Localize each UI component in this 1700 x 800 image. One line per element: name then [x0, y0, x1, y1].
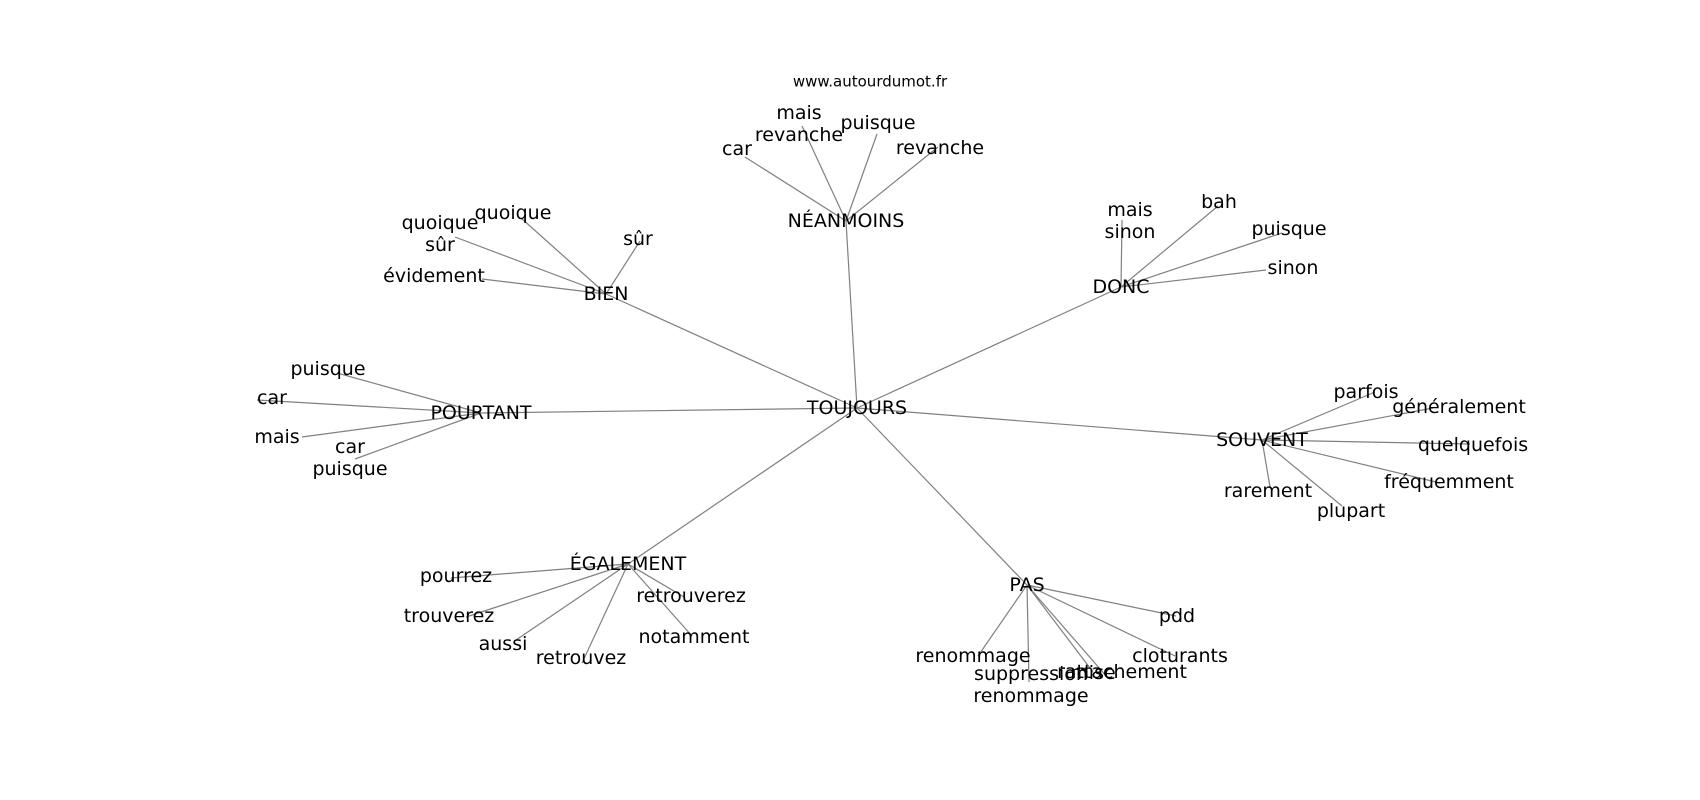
leaf-node: plupart [1317, 500, 1385, 522]
edge-hub-leaf [1026, 584, 1108, 678]
leaf-node: puisque [290, 358, 365, 380]
hub-node: ÉGALEMENT [570, 552, 687, 575]
edge-hub-leaf [1026, 584, 1177, 617]
leaf-node: revanche [896, 137, 984, 159]
hub-node: NÉANMOINS [788, 209, 905, 232]
leaf-node: cloturants [1132, 645, 1228, 667]
edge-hub-leaf [450, 563, 629, 579]
hub-node: DONC [1092, 276, 1149, 298]
edge-hub-leaf [1026, 584, 1030, 683]
edge-hub-leaf [336, 372, 482, 414]
leaf-node: rattachement [1057, 661, 1187, 683]
edge-hub-leaf [1261, 439, 1271, 488]
leaf-node: renommage [915, 645, 1030, 667]
edge-center-hub [480, 407, 858, 414]
edge-hub-leaf [1120, 232, 1283, 288]
leaf-node: retrouverez [636, 585, 746, 607]
edge-hub-leaf [1120, 219, 1123, 288]
edge-hub-leaf [1261, 439, 1343, 507]
leaf-node: pdd [1159, 605, 1195, 627]
leaf-node: fréquemment [1384, 471, 1514, 493]
edge-hub-leaf [977, 584, 1028, 657]
center-node: TOUJOURS [806, 397, 907, 419]
leaf-node: sûr [623, 228, 653, 250]
edge-hub-leaf [301, 412, 482, 438]
edge-hub-leaf [1261, 439, 1471, 445]
edge-hub-leaf [845, 146, 939, 222]
leaf-node: parfois [1333, 381, 1398, 403]
edge-hub-leaf [454, 236, 607, 295]
leaf-node: notamment [639, 626, 750, 648]
leaf-node: trouverez [404, 605, 495, 627]
leaf-node: car [257, 387, 287, 409]
edge-hub-leaf [1261, 391, 1376, 441]
edge-hub-leaf [481, 278, 607, 295]
leaf-node: mise [1070, 662, 1115, 684]
leaf-node: aussi [479, 633, 528, 655]
leaf-node: puisque [1251, 218, 1326, 240]
edge-hub-leaf [515, 563, 629, 641]
graph-labels: www.autourdumot.fr TOUJOURSNÉANMOINScarm… [254, 73, 1528, 707]
source-label: www.autourdumot.fr [793, 73, 948, 91]
edge-hub-leaf [1261, 407, 1434, 441]
edge-hub-leaf [520, 217, 607, 295]
leaf-node: bah [1201, 191, 1237, 213]
edge-hub-leaf [1120, 269, 1267, 288]
hub-node: PAS [1009, 574, 1044, 596]
leaf-node: sinon [1268, 257, 1319, 279]
edge-center-hub [856, 407, 1028, 586]
edge-hub-leaf [354, 412, 482, 460]
edge-hub-leaf [1261, 439, 1441, 484]
edge-center-hub [845, 220, 858, 409]
leaf-node: évidement [383, 265, 485, 287]
hub-node: SOUVENT [1216, 429, 1308, 451]
hub-node: BIEN [584, 283, 629, 305]
leaf-node: quoique [475, 202, 552, 224]
leaf-node: puisque [840, 112, 915, 134]
edge-center-hub [856, 286, 1122, 409]
leaf-node: retrouvez [536, 647, 627, 669]
edge-hub-leaf [581, 563, 629, 664]
leaf-node: mais [254, 426, 299, 448]
edge-center-hub [627, 407, 858, 565]
edge-hub-leaf [1120, 205, 1219, 288]
edge-hub-leaf [845, 133, 878, 222]
hub-node: POURTANT [430, 402, 531, 424]
edge-hub-leaf [744, 156, 847, 222]
edge-hub-leaf [1026, 584, 1176, 657]
edge-center-hub [856, 407, 1263, 441]
edge-hub-leaf [627, 563, 693, 637]
edge-hub-leaf [465, 563, 629, 618]
edge-hub-leaf [627, 563, 685, 598]
edge-hub-leaf [801, 125, 847, 222]
edge-center-hub [605, 293, 858, 409]
leaf-node: quelquefois [1418, 434, 1528, 456]
edge-hub-leaf [256, 399, 482, 414]
edge-hub-leaf [1026, 584, 1094, 673]
graph-edges [256, 125, 1471, 683]
edge-hub-leaf [605, 240, 641, 295]
leaf-node: généralement [1392, 396, 1526, 418]
leaf-node: rarement [1224, 480, 1312, 502]
leaf-node: car [722, 138, 752, 160]
leaf-node: pourrez [420, 565, 492, 587]
